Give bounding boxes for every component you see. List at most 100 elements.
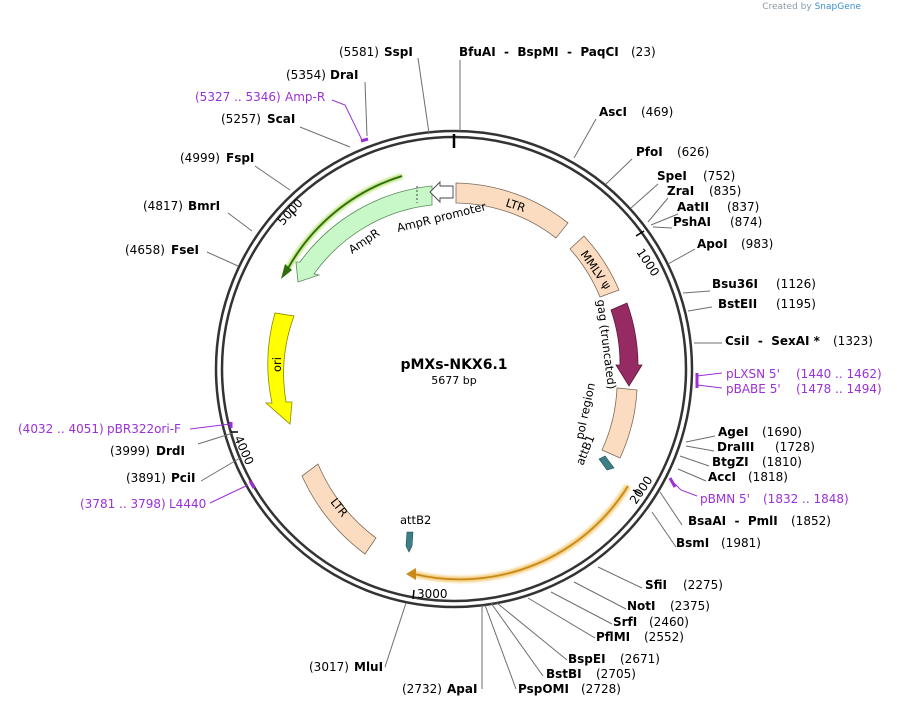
plasmid-size: 5677 bp	[431, 374, 476, 387]
feature-ltr-bottom: LTR	[301, 463, 377, 555]
site-pcii: (3891)PciI	[126, 471, 196, 485]
feature-ltr-top-label: LTR	[504, 196, 527, 215]
svg-text:pLXSN 5': pLXSN 5'	[726, 367, 780, 381]
site-bsmi: BsmI(1981)	[676, 536, 761, 550]
svg-text:SfiI: SfiI	[645, 578, 667, 592]
svg-text:(4658): (4658)	[125, 243, 165, 257]
feature-ltr-top: LTR	[455, 182, 569, 239]
svg-text:(626): (626)	[677, 145, 709, 159]
svg-text:(1818): (1818)	[748, 470, 788, 484]
svg-text:(2671): (2671)	[620, 652, 660, 666]
tick-5000: 5000	[275, 196, 306, 228]
primer-plxsn: pLXSN 5'(1440 .. 1462)	[726, 367, 882, 381]
svg-text:ApaI: ApaI	[447, 682, 477, 696]
svg-text:PflMI: PflMI	[596, 630, 630, 644]
svg-text:(1852): (1852)	[791, 514, 831, 528]
svg-text:(1323): (1323)	[833, 334, 873, 348]
svg-text:(1126): (1126)	[776, 277, 816, 291]
svg-text:(4032 .. 4051): (4032 .. 4051)	[18, 422, 104, 436]
svg-text:(874): (874)	[730, 215, 762, 229]
svg-text:(1728): (1728)	[775, 440, 815, 454]
site-bsteii: BstEII(1195)	[718, 297, 816, 311]
svg-text:DraI: DraI	[330, 68, 358, 82]
svg-text:L4440: L4440	[169, 497, 206, 511]
snapgene-credit: Created by SnapGene	[762, 2, 861, 12]
site-scai: (5257) ScaI	[221, 112, 295, 126]
feature-attb2-label: attB2	[400, 513, 431, 527]
svg-text:SspI: SspI	[384, 45, 413, 59]
primer-pbr322ori-f: (4032 .. 4051)pBR322ori-F	[18, 422, 181, 436]
feature-ori: ori	[264, 312, 295, 425]
site-bmri: (4817) BmrI	[143, 199, 220, 213]
svg-text:(2375): (2375)	[670, 599, 710, 613]
svg-text:PspOMI: PspOMI	[518, 682, 569, 696]
site-pshai: PshAI(874)	[673, 215, 762, 229]
site-spei: SpeI (752)	[657, 169, 735, 183]
site-drai: (5354)DraI	[286, 68, 358, 82]
svg-text:pBR322ori-F: pBR322ori-F	[107, 422, 181, 436]
svg-text:PciI: PciI	[171, 471, 196, 485]
svg-text:pBMN 5': pBMN 5'	[700, 492, 750, 506]
svg-text:(2552): (2552)	[644, 630, 684, 644]
svg-text:BsaAI - PmlI: BsaAI - PmlI	[688, 514, 778, 528]
site-bstbi: BstBI (2705)	[546, 667, 636, 681]
site-noti: NotI(2375)	[627, 599, 710, 613]
site-acci: AccI(1818)	[708, 470, 788, 484]
svg-text:(5581): (5581)	[339, 45, 379, 59]
svg-text:pBABE 5': pBABE 5'	[726, 382, 781, 396]
svg-text:(752): (752)	[703, 169, 735, 183]
svg-text:ScaI: ScaI	[267, 112, 295, 126]
svg-text:(1478 .. 1494): (1478 .. 1494)	[796, 382, 882, 396]
svg-text:(1981): (1981)	[721, 536, 761, 550]
site-sspi: (5581) SspI	[339, 45, 413, 59]
svg-text:(2705): (2705)	[596, 667, 636, 681]
feature-pol-label: pol region	[572, 381, 598, 440]
site-btgzi: BtgZI(1810)	[712, 455, 802, 469]
svg-text:(2460): (2460)	[649, 615, 689, 629]
svg-text:(2728): (2728)	[581, 682, 621, 696]
snapgene-brand: SnapGene	[814, 2, 861, 12]
svg-text:(5257): (5257)	[221, 112, 261, 126]
site-csii: CsiI - SexAI *(1323)	[725, 334, 873, 348]
svg-text:SrfI: SrfI	[613, 615, 637, 629]
svg-text:AatII: AatII	[677, 200, 709, 214]
svg-text:BfuAI - BspMI - PaqCI: BfuAI - BspMI - PaqCI	[459, 45, 619, 59]
svg-text:(3781 .. 3798): (3781 .. 3798)	[80, 497, 166, 511]
svg-text:BspEI: BspEI	[568, 652, 606, 666]
site-pflmi: PflMI (2552)	[596, 630, 684, 644]
primer-pbabe: pBABE 5' (1478 .. 1494)	[726, 382, 882, 396]
svg-text:DraIII: DraIII	[717, 440, 754, 454]
primer-lead-lines	[189, 99, 723, 504]
svg-text:(469): (469)	[641, 105, 673, 119]
svg-text:FspI: FspI	[226, 151, 254, 165]
svg-text:BmrI: BmrI	[188, 199, 220, 213]
site-sfii: SfiI(2275)	[645, 578, 723, 592]
site-bsaai: BsaAI - PmlI (1852)	[688, 514, 831, 528]
site-bspei: BspEI (2671)	[568, 652, 660, 666]
svg-text:Amp-R: Amp-R	[285, 90, 325, 104]
svg-text:(4817): (4817)	[143, 199, 183, 213]
svg-text:(1810): (1810)	[762, 455, 802, 469]
tick-1000: 1000	[634, 230, 662, 279]
site-draiii: DraIII (1728)	[717, 440, 815, 454]
svg-text:BstEII: BstEII	[718, 297, 757, 311]
svg-text:MluI: MluI	[354, 660, 383, 674]
svg-text:(3999): (3999)	[110, 444, 150, 458]
primer-amp-r: (5327 .. 5346)Amp-R	[195, 90, 325, 104]
svg-text:FseI: FseI	[171, 243, 199, 257]
primer-pbmn: pBMN 5' (1832 .. 1848)	[700, 492, 849, 506]
svg-text:(837): (837)	[727, 200, 759, 214]
svg-text:SpeI: SpeI	[657, 169, 687, 183]
svg-text:DrdI: DrdI	[156, 444, 185, 458]
svg-text:(1690): (1690)	[762, 425, 802, 439]
svg-text:(1832 .. 1848): (1832 .. 1848)	[763, 492, 849, 506]
feature-mmlv-psi: MMLV ψ	[569, 235, 620, 298]
svg-text:Bsu36I: Bsu36I	[712, 277, 758, 291]
svg-text:BstBI: BstBI	[546, 667, 582, 681]
svg-text:ZraI: ZraI	[667, 184, 694, 198]
site-asci: AscI(469)	[599, 105, 673, 119]
site-agei: AgeI(1690)	[718, 425, 802, 439]
svg-text:ApoI: ApoI	[697, 237, 728, 251]
feature-ampr: AmpR	[295, 185, 433, 283]
